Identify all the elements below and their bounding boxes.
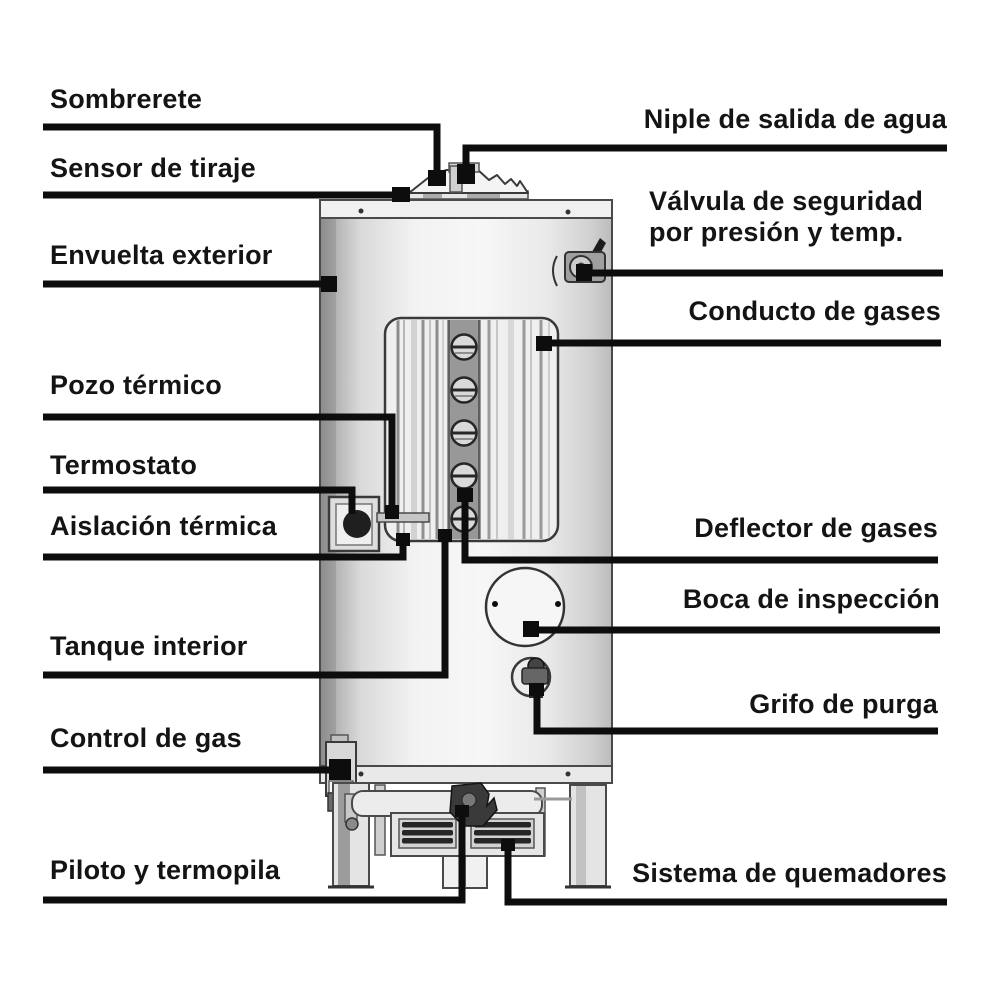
label-valvula-line1: Válvula de seguridad xyxy=(649,186,924,216)
label-sombrerete: Sombrerete xyxy=(50,84,203,114)
thermal-well-probe xyxy=(376,512,430,523)
insulation-stripes-right xyxy=(487,320,550,539)
label-grifo-de-purga: Grifo de purga xyxy=(749,689,938,719)
cutaway-window xyxy=(383,316,560,543)
burner-grill-right xyxy=(470,818,535,849)
label-envuelta-exterior: Envuelta exterior xyxy=(50,240,273,270)
burner-grill-left xyxy=(398,818,457,849)
burner-assembly xyxy=(328,782,611,889)
label-boca-de-inspeccion: Boca de inspección xyxy=(682,584,940,614)
label-tanque-interior: Tanque interior xyxy=(50,631,248,661)
leader-deflector-gases xyxy=(461,500,938,564)
label-sistema-de-quemadores: Sistema de quemadores xyxy=(632,858,947,888)
label-valvula-line2: por presión y temp. xyxy=(649,217,904,247)
label-conducto-de-gases: Conducto de gases xyxy=(688,296,941,326)
tank-body xyxy=(319,199,613,784)
leader-sistema-quemadores xyxy=(504,846,947,906)
insulation-stripes-left xyxy=(396,320,444,539)
label-pozo-termico: Pozo térmico xyxy=(50,370,222,400)
label-aislacion-termica: Aislación térmica xyxy=(50,511,277,541)
label-niple-salida-agua: Niple de salida de agua xyxy=(643,104,947,134)
leader-tanque-interior xyxy=(43,536,449,679)
label-valvula-seguridad: Válvula de seguridad por presión y temp. xyxy=(649,186,923,248)
right-leg xyxy=(569,784,607,887)
leader-piloto-termopila xyxy=(43,812,466,904)
leader-termostato xyxy=(43,486,356,514)
leader-sombrerete xyxy=(43,123,441,172)
label-control-de-gas: Control de gas xyxy=(50,723,242,753)
label-deflector-de-gases: Deflector de gases xyxy=(694,513,938,543)
label-sensor-de-tiraje: Sensor de tiraje xyxy=(50,153,256,183)
leader-niple-salida xyxy=(462,144,947,166)
label-termostato: Termostato xyxy=(50,450,198,480)
label-piloto-termopila: Piloto y termopila xyxy=(50,855,281,885)
leader-pozo-termico xyxy=(43,413,396,508)
leader-lines xyxy=(43,123,947,906)
leader-grifo-purga xyxy=(533,690,938,735)
leader-terminals xyxy=(321,164,592,851)
